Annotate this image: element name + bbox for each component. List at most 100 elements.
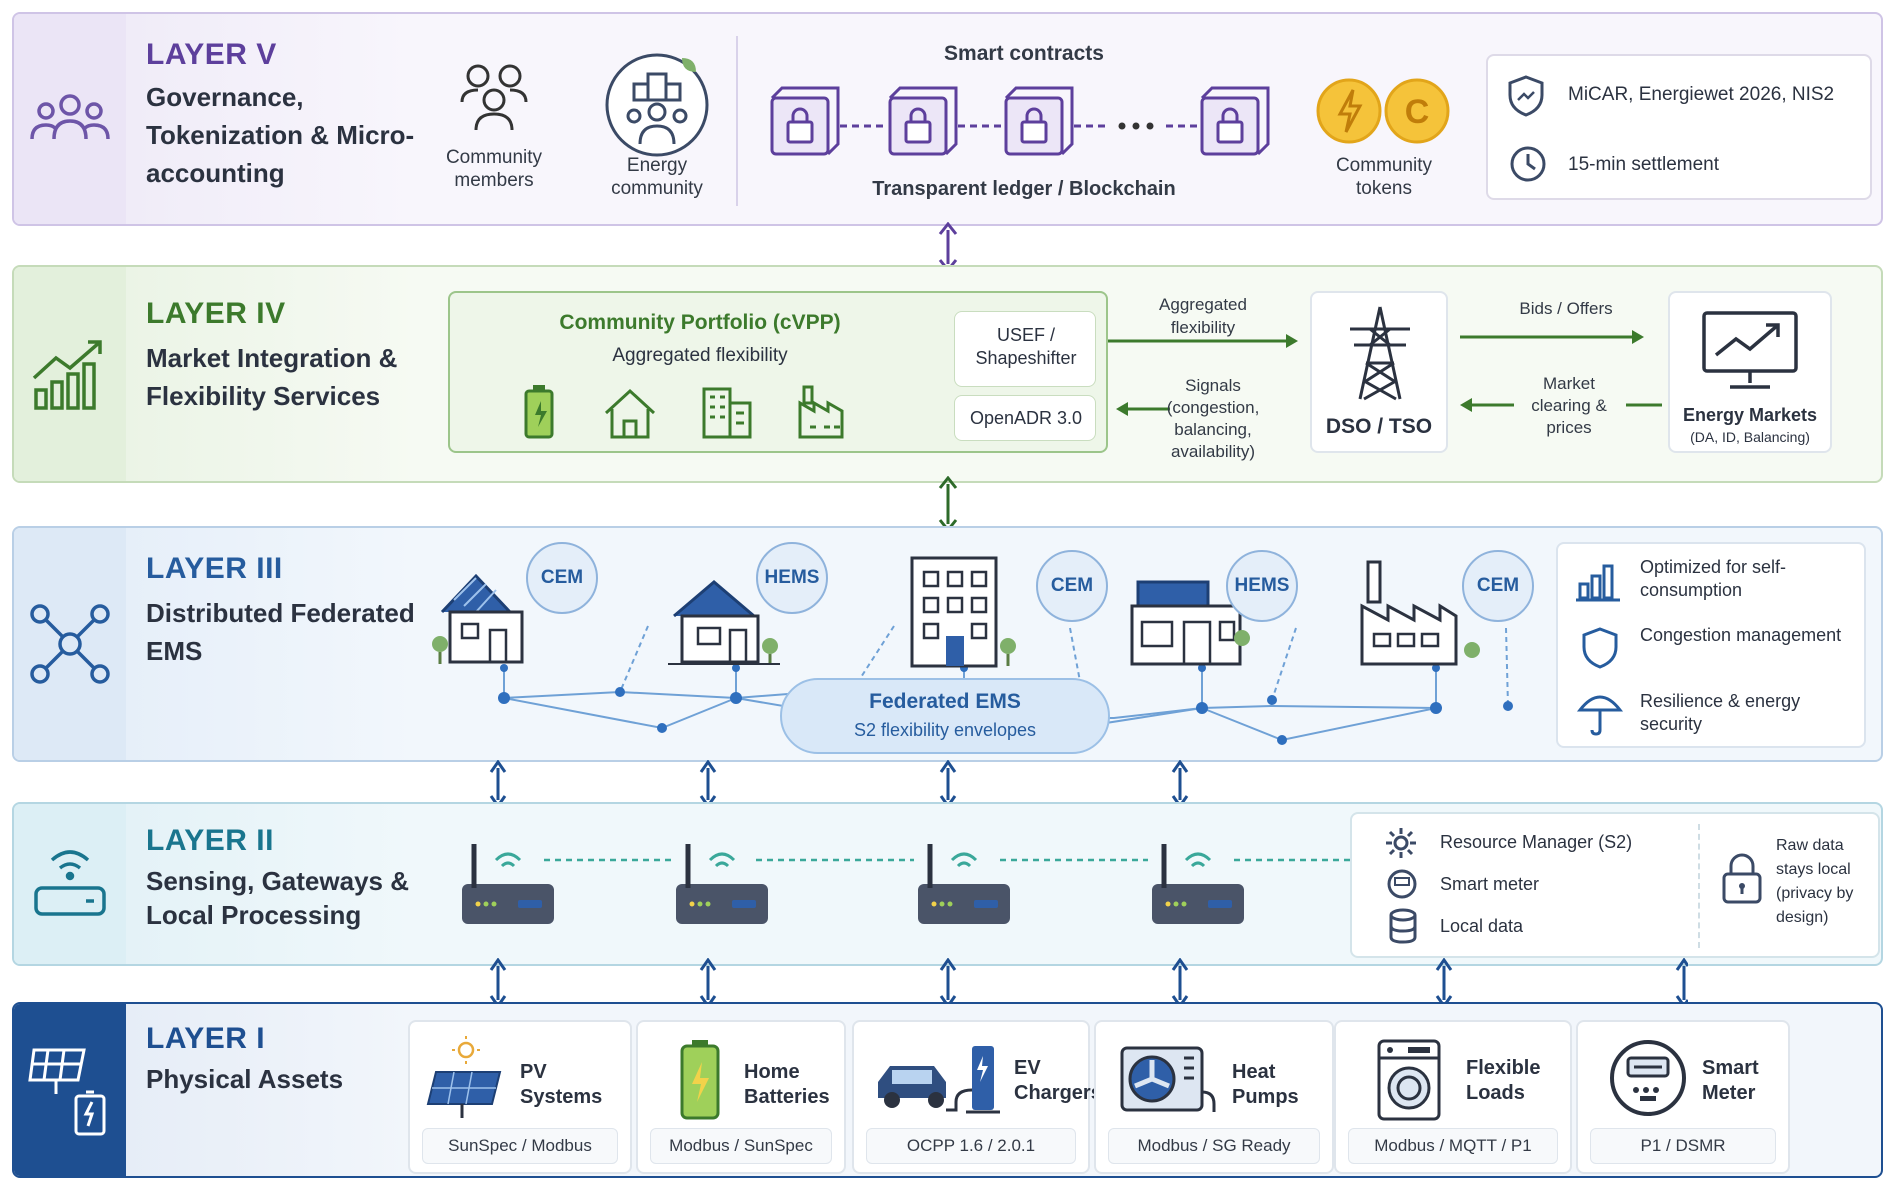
- arrow-to-dso: [1108, 334, 1298, 348]
- factory-icon: [1360, 560, 1480, 666]
- layer-code: LAYER V: [146, 38, 277, 71]
- gateway-device: [676, 844, 768, 924]
- arrow-to-portfolio: [1116, 402, 1170, 416]
- layer-1-icon-column: [14, 1004, 126, 1176]
- bolt-coin-icon: [1316, 78, 1382, 144]
- lock-block-icon: [1200, 86, 1270, 156]
- building-icon: [702, 387, 752, 439]
- energy-community-label: Energy community: [611, 155, 703, 199]
- commercial-building-icon: [1130, 580, 1250, 666]
- openadr-box: OpenADR 3.0: [954, 395, 1096, 441]
- asset-card-flexible-loads: Flexible Loads Modbus / MQTT / P1: [1334, 1020, 1572, 1174]
- local-processing-box: Resource Manager (S2) Smart meter Local …: [1350, 812, 1880, 958]
- benefit-congestion: Congestion management: [1640, 625, 1842, 645]
- layer-code: LAYER III: [146, 552, 283, 585]
- energy-community-icon: [605, 53, 709, 157]
- network-icon: [30, 604, 110, 684]
- market-clearing-label: Market clearing & prices: [1531, 374, 1607, 437]
- privacy-label: Raw data stays local (privacy by design): [1776, 837, 1854, 926]
- battery-icon: [524, 385, 554, 439]
- asset-protocol: SunSpec / Modbus: [422, 1128, 618, 1164]
- portfolio-title: Community Portfolio (cVPP): [559, 311, 841, 334]
- benefit-self-consumption: Optimized for self-consumption: [1640, 557, 1787, 600]
- energy-markets-label: Energy Markets: [1682, 405, 1818, 425]
- asset-name: Home Batteries: [744, 1061, 830, 1108]
- asset-name: Smart Meter: [1702, 1057, 1759, 1104]
- solar-panel-icon: [426, 1036, 502, 1118]
- compliance-box: MiCAR, Energiewet 2026, NIS2 15-min sett…: [1486, 54, 1872, 200]
- layer-4-icon-column: [14, 267, 126, 481]
- solar-battery-icon: [28, 1048, 106, 1136]
- smart-meter-icon: [1610, 1040, 1686, 1116]
- layer-5-governance: LAYER V Governance, Tokenization & Micro…: [12, 12, 1883, 226]
- layer-code: LAYER IV: [146, 297, 286, 330]
- usef-label: USEF / Shapeshifter: [975, 325, 1077, 368]
- layer-3-ems: LAYER III Distributed Federated EMS Fede…: [12, 526, 1883, 762]
- cem-badge: CEM: [526, 542, 598, 614]
- asset-protocol: Modbus / SunSpec: [650, 1128, 832, 1164]
- layer-3-2-connectors: [489, 760, 1189, 808]
- layer-3-icon-column: [14, 528, 126, 760]
- bar-chart-icon: [1576, 564, 1620, 602]
- community-members-label: Community members: [445, 147, 543, 191]
- layer-3-title-column: LAYER III Distributed Federated EMS: [126, 528, 416, 760]
- ev-charger-icon: [878, 1046, 1000, 1114]
- gateway-row: [462, 844, 1364, 924]
- c-coin-icon: C: [1384, 78, 1450, 144]
- asset-card-smart-meter: Smart Meter P1 / DSMR: [1576, 1020, 1790, 1174]
- asset-card-heat-pump: Heat Pumps Modbus / SG Ready: [1094, 1020, 1334, 1174]
- community-tokens-icons: C: [1316, 78, 1450, 144]
- asset-name: Flexible Loads: [1466, 1057, 1541, 1104]
- layer-code: LAYER II: [146, 824, 274, 857]
- cem-badge: CEM: [1036, 550, 1108, 622]
- lock-block-icon: [1004, 86, 1074, 156]
- regulation-text: MiCAR, Energiewet 2026, NIS2: [1568, 84, 1835, 105]
- house-icon: [668, 580, 780, 665]
- federated-ems-cloud: Federated EMS S2 flexibility envelopes: [780, 678, 1110, 754]
- asset-card-batteries: Home Batteries Modbus / SunSpec: [636, 1020, 846, 1174]
- benefits-box: Optimized for self-consumption Congestio…: [1556, 542, 1866, 748]
- asset-name: Heat Pumps: [1232, 1061, 1299, 1108]
- layer-5-icon-column: [14, 14, 126, 224]
- signals-label: Signals (congestion, balancing, availabi…: [1166, 376, 1260, 461]
- settlement-text: 15-min settlement: [1568, 154, 1720, 175]
- people-icon: [30, 94, 110, 140]
- hems-badge: HEMS: [756, 542, 828, 614]
- smart-meter-label: Smart meter: [1440, 874, 1540, 894]
- community-tokens-label: Community tokens: [1335, 155, 1433, 199]
- aggregated-flexibility-label: Aggregated flexibility: [1159, 295, 1247, 337]
- local-data-label: Local data: [1440, 916, 1524, 936]
- svg-text:C: C: [1405, 93, 1430, 131]
- energy-markets-sub: (DA, ID, Balancing): [1690, 429, 1810, 445]
- community-members-icon: [460, 64, 528, 131]
- battery-icon: [680, 1040, 720, 1120]
- arrow-line: [1626, 403, 1662, 407]
- meter-icon: [1387, 869, 1417, 899]
- layer-title: Governance, Tokenization & Micro-account…: [146, 82, 415, 188]
- arrow-from-markets: [1460, 398, 1514, 412]
- community-portfolio-box: Community Portfolio (cVPP) Aggregated fl…: [448, 291, 1108, 453]
- factory-icon: [798, 385, 844, 439]
- asset-protocol: OCPP 1.6 / 2.0.1: [866, 1128, 1076, 1164]
- asset-name: EV Chargers: [1014, 1057, 1102, 1104]
- washing-machine-icon: [1377, 1039, 1441, 1121]
- hems-badge: HEMS: [1226, 550, 1298, 622]
- cem-badge: CEM: [1462, 550, 1534, 622]
- layer-1-title-column: LAYER I Physical Assets: [126, 1004, 416, 1176]
- smart-contracts-label: Smart contracts: [944, 42, 1104, 65]
- pylon-icon: [1350, 306, 1410, 401]
- house-icon: [604, 388, 656, 439]
- apartment-icon: [910, 556, 1016, 668]
- energy-markets-box: Energy Markets (DA, ID, Balancing): [1668, 291, 1832, 453]
- growth-chart-icon: [32, 340, 102, 410]
- dso-tso-box: DSO / TSO: [1310, 291, 1448, 453]
- clock-icon: [1510, 146, 1546, 182]
- solar-house-icon: [432, 573, 524, 664]
- vertical-connector: [938, 476, 958, 532]
- federated-ems-title: Federated EMS: [869, 690, 1021, 713]
- database-icon: [1389, 908, 1417, 944]
- heat-pump-icon: [1120, 1046, 1216, 1112]
- asset-card-ev: EV Chargers OCPP 1.6 / 2.0.1: [852, 1020, 1102, 1174]
- layer-2-icon-column: [14, 804, 126, 964]
- shield-icon: [1582, 627, 1618, 669]
